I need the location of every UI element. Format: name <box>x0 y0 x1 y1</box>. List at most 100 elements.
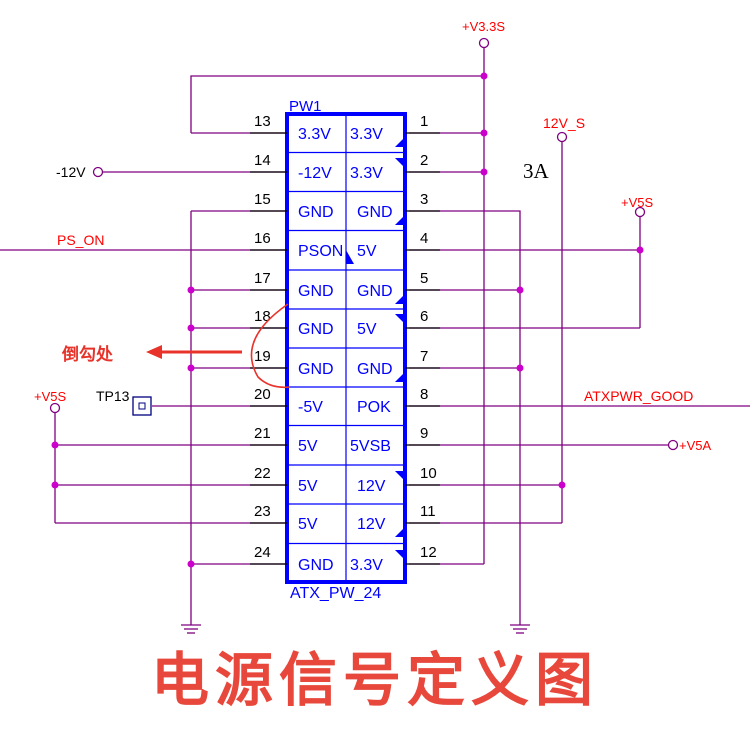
part-name-label: ATX_PW_24 <box>290 585 381 602</box>
pin-key-notch <box>395 215 405 225</box>
tp13-symbol <box>132 396 152 416</box>
pin-number-right: 9 <box>420 425 428 442</box>
pin-label-left: PSON <box>298 243 343 260</box>
pin-number-left: 17 <box>254 270 271 287</box>
right-gnd-bus <box>409 210 521 625</box>
pin-key-notch <box>346 250 354 264</box>
pin-label-left: -12V <box>298 165 332 182</box>
pin-label-right: 3.3V <box>350 165 383 182</box>
pin-number-right: 4 <box>420 230 428 247</box>
pin-number-left: 19 <box>254 348 271 365</box>
pin-number-right: 3 <box>420 191 428 208</box>
pin-number-left: 22 <box>254 465 271 482</box>
pin-label-left: GND <box>298 557 334 574</box>
pin-key-notch <box>395 471 405 481</box>
pin-number-left: 13 <box>254 113 271 130</box>
pin-key-notch <box>395 550 405 560</box>
minus12v-label: -12V <box>56 164 86 180</box>
pin-label-left: 5V <box>298 478 318 495</box>
junction-dot <box>516 286 524 294</box>
annotation-marker: 倒勾处 <box>61 303 291 389</box>
pin-number-right: 12 <box>420 544 437 561</box>
pin-number-left: 15 <box>254 191 271 208</box>
v5s-right-label: +V5S <box>621 195 653 210</box>
pin-label-right: GND <box>357 283 393 300</box>
pin-number-left: 16 <box>254 230 271 247</box>
junction-dot <box>636 246 644 254</box>
pin-label-right: 5V <box>357 243 377 260</box>
pin-number-right: 7 <box>420 348 428 365</box>
minus12v-port-circle <box>92 166 104 178</box>
pin-label-right: 3.3V <box>350 557 383 574</box>
junction-dot <box>187 560 195 568</box>
atxpwr-good-label: ATXPWR_GOOD <box>584 388 693 404</box>
pin-number-left: 21 <box>254 425 271 442</box>
12v-s-port-circle <box>556 131 568 143</box>
12v-s-label: 12V_S <box>543 115 585 131</box>
current-note-label: 3A <box>523 159 550 183</box>
pin-number-left: 24 <box>254 544 271 561</box>
v5s-left-label: +V5S <box>34 389 66 404</box>
junction-dot <box>516 364 524 372</box>
pin-number-right: 10 <box>420 465 437 482</box>
pin-label-right: GND <box>357 361 393 378</box>
pin-number-right: 2 <box>420 152 428 169</box>
ground-symbol-right <box>510 624 530 634</box>
junction-dot <box>480 72 488 80</box>
v5a-port-circle <box>667 439 679 451</box>
junction-dot <box>558 481 566 489</box>
pin-number-right: 5 <box>420 270 428 287</box>
pin-label-left: -5V <box>298 399 323 416</box>
pin-number-right: 11 <box>420 503 436 520</box>
pin-key-notch <box>395 314 405 324</box>
page-title: 电源信号定义图 <box>150 646 599 714</box>
connector-body <box>285 112 407 584</box>
junction-dot <box>187 286 195 294</box>
ground-symbol-left <box>181 624 201 634</box>
pin-number-right: 8 <box>420 386 428 403</box>
pin-label-right: GND <box>357 204 393 221</box>
v5s-right-port-circle <box>634 206 646 218</box>
tp13-label: TP13 <box>96 388 130 404</box>
junction-dot <box>480 168 488 176</box>
junction-dot <box>187 364 195 372</box>
pin-number-left: 14 <box>254 152 271 169</box>
pin-number-right: 6 <box>420 308 428 325</box>
v3v3s-port-circle <box>478 37 490 49</box>
designator-label: PW1 <box>289 98 322 115</box>
v5a-label: +V5A <box>679 438 711 453</box>
junction-dot <box>51 441 59 449</box>
pin-label-right: 3.3V <box>350 126 383 143</box>
pin-key-notch <box>395 158 405 168</box>
pin13-loop-wire <box>190 75 484 133</box>
ps-on-label: PS_ON <box>57 232 104 248</box>
pin-number-left: 20 <box>254 386 271 403</box>
v5s-left-port-circle <box>49 402 61 414</box>
pin-label-right: 5VSB <box>350 438 391 455</box>
annotation-label: 倒勾处 <box>61 344 114 364</box>
pin-label-left: GND <box>298 321 334 338</box>
junctions <box>51 72 644 568</box>
pin-key-notch <box>395 137 405 147</box>
pin-number-right: 1 <box>420 113 428 130</box>
pin-label-left: 5V <box>298 438 318 455</box>
pin-label-right: 12V <box>357 478 386 495</box>
pin-label-right: 5V <box>357 321 377 338</box>
pin-label-right: POK <box>357 399 391 416</box>
pin-label-left: GND <box>298 204 334 221</box>
pin-label-left: GND <box>298 361 334 378</box>
pin-key-notch <box>395 372 405 382</box>
pin-number-left: 23 <box>254 503 271 520</box>
pin-label-left: GND <box>298 283 334 300</box>
junction-dot <box>480 129 488 137</box>
pin-label-right: 12V <box>357 516 386 533</box>
pin-label-left: 5V <box>298 516 318 533</box>
v3v3s-label: +V3.3S <box>462 19 505 34</box>
pin-label-left: 3.3V <box>298 126 331 143</box>
pin-key-notch <box>395 294 405 304</box>
pin-number-left: 18 <box>254 308 271 325</box>
junction-dot <box>51 481 59 489</box>
pin-key-notch <box>395 527 405 537</box>
junction-dot <box>187 324 195 332</box>
